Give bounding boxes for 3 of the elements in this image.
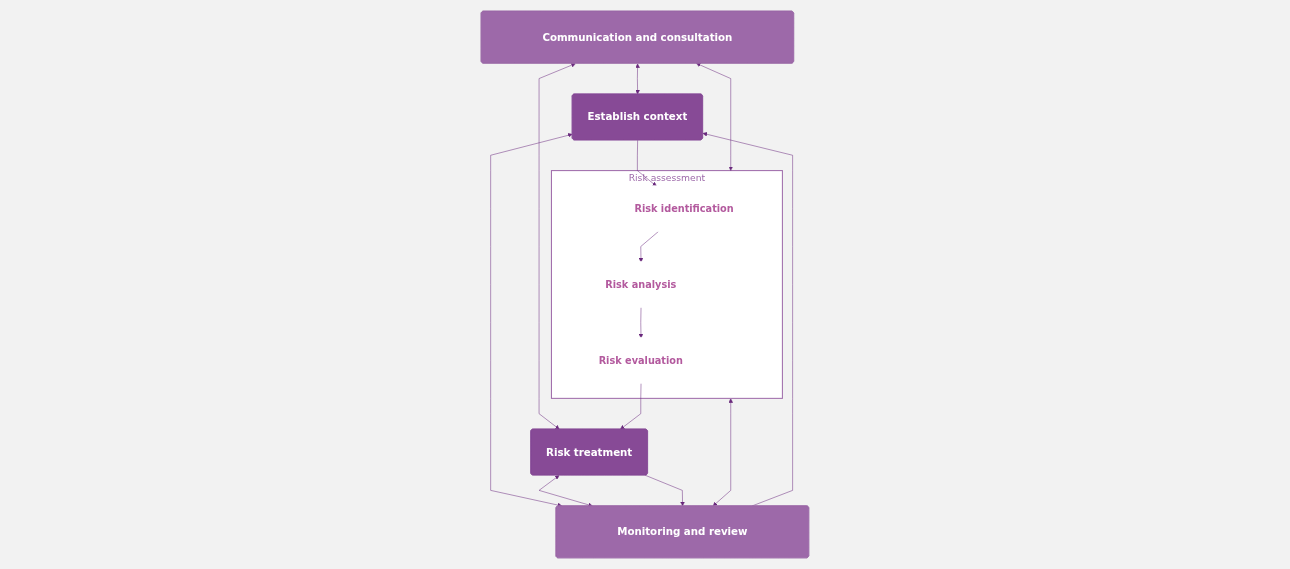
node-text: Risk identification bbox=[634, 202, 734, 215]
node-text: Risk analysis bbox=[605, 278, 677, 290]
node-text: Risk evaluation bbox=[598, 354, 683, 366]
